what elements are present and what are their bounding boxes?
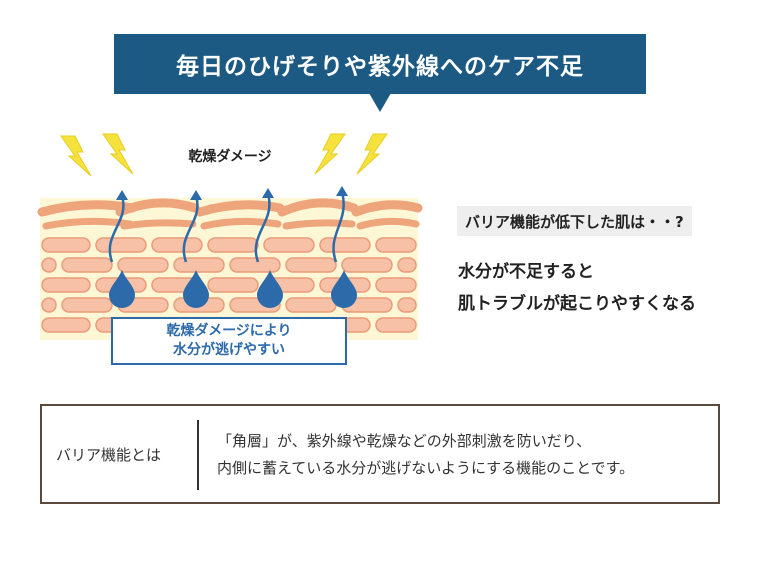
skin-cell bbox=[95, 237, 147, 253]
stratum-layer bbox=[277, 198, 359, 217]
skin-cell bbox=[263, 237, 315, 253]
stratum-layer bbox=[351, 200, 423, 217]
arrow-head-icon bbox=[190, 190, 202, 200]
definition-divider bbox=[197, 420, 199, 490]
skin-cell bbox=[229, 257, 281, 273]
skin-cell bbox=[41, 297, 57, 313]
effect-text: 水分が不足すると 肌トラブルが起こりやすくなる bbox=[458, 256, 748, 320]
skin-cell bbox=[61, 297, 113, 313]
stratum-layer bbox=[115, 198, 200, 217]
skin-cell bbox=[375, 317, 417, 333]
banner-title: 毎日のひげそりや紫外線へのケア不足 bbox=[176, 54, 584, 80]
skin-cell bbox=[319, 237, 371, 253]
water-drop-icon bbox=[257, 270, 283, 308]
definition-box: バリア機能とは 「角層」が、紫外線や乾燥などの外部刺激を防いだり、 内側に蓄えて… bbox=[40, 404, 720, 504]
skin-cell bbox=[397, 297, 417, 313]
definition-line-2: 内側に蓄えている水分が逃げないようにする機能のことです。 bbox=[217, 459, 635, 477]
effect-line-1: 水分が不足すると bbox=[458, 262, 594, 282]
skin-cell bbox=[375, 277, 417, 293]
dryness-damage-label: 乾燥ダメージ bbox=[188, 149, 272, 165]
arrow-head-icon bbox=[262, 188, 274, 198]
skin-cell bbox=[41, 317, 91, 333]
title-banner: 毎日のひげそりや紫外線へのケア不足 bbox=[114, 34, 646, 94]
stratum-layer bbox=[356, 217, 420, 230]
definition-term: バリア機能とは bbox=[56, 445, 162, 464]
skin-cell bbox=[41, 277, 91, 293]
stratum-layer bbox=[120, 219, 197, 230]
skin-cell bbox=[397, 257, 417, 273]
lightning-icon bbox=[314, 133, 346, 175]
arrow-head-icon bbox=[116, 190, 128, 200]
skin-cell bbox=[41, 257, 57, 273]
water-drop-icon bbox=[183, 270, 209, 308]
arrow-up-icon bbox=[182, 195, 199, 263]
effect-line-2: 肌トラブルが起こりやすくなる bbox=[458, 294, 696, 314]
arrow-head-icon bbox=[336, 186, 348, 196]
skin-cell bbox=[207, 277, 259, 293]
callout-line-2: 水分が逃げやすい bbox=[173, 342, 285, 358]
skin-cell bbox=[341, 257, 393, 273]
stratum-layer bbox=[282, 219, 356, 230]
stratum-layer bbox=[200, 217, 282, 230]
skin-cell bbox=[173, 257, 225, 273]
callout-line-1: 乾燥ダメージにより bbox=[166, 323, 292, 339]
lightning-icon bbox=[102, 133, 134, 175]
water-drop-icon bbox=[109, 270, 135, 308]
water-loss-callout: 乾燥ダメージにより 水分が逃げやすい bbox=[111, 317, 347, 365]
definition-line-1: 「角層」が、紫外線や乾燥などの外部刺激を防いだり、 bbox=[217, 432, 592, 450]
skin-cell bbox=[285, 257, 337, 273]
skin-cell bbox=[207, 237, 259, 253]
barrier-decline-tag: バリア機能が低下した肌は・・? bbox=[457, 206, 692, 236]
skin-cell bbox=[285, 297, 337, 313]
skin-cell bbox=[61, 257, 113, 273]
definition-text: 「角層」が、紫外線や乾燥などの外部刺激を防いだり、 内側に蓄えている水分が逃げな… bbox=[217, 428, 717, 482]
stratum-layer bbox=[42, 217, 134, 230]
lightning-icon bbox=[60, 135, 92, 177]
skin-cell bbox=[117, 257, 169, 273]
skin-cell bbox=[151, 237, 203, 253]
water-drop-icon bbox=[331, 270, 357, 308]
lightning-icon bbox=[356, 133, 388, 175]
arrow-up-icon bbox=[332, 191, 345, 263]
arrow-up-icon bbox=[254, 193, 271, 263]
stratum-layer bbox=[195, 200, 285, 217]
skin-cell bbox=[375, 237, 417, 253]
arrow-up-icon bbox=[108, 195, 125, 263]
skin-cell bbox=[41, 237, 91, 253]
banner-pointer bbox=[369, 93, 391, 112]
